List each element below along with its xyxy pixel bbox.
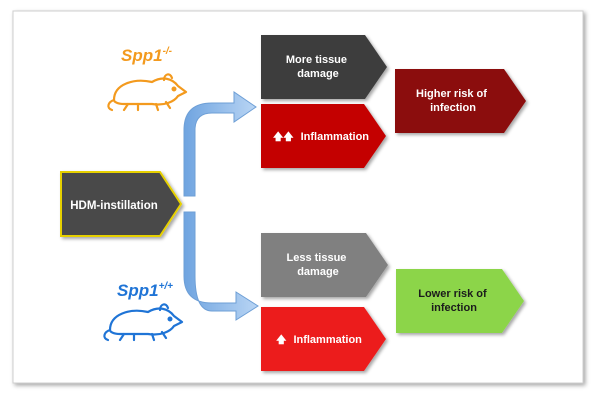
- lower-damage-label: Less tissue damage: [287, 252, 350, 278]
- input-label: HDM-instillation: [70, 200, 158, 212]
- lower-damage-line2: damage: [297, 266, 339, 278]
- upper-outcome-node: Higher risk of infection: [395, 69, 526, 133]
- upper-inflammation-text: Inflammation: [301, 131, 370, 143]
- upper-outcome-line2: infection: [430, 102, 476, 114]
- blue-mouse-icon: [103, 303, 184, 342]
- lower-damage-line1: Less tissue: [287, 252, 347, 264]
- lower-inflammation-label: 🡅 Inflammation: [276, 334, 362, 346]
- wildtype-gene-name: Spp1: [117, 281, 159, 300]
- lower-damage-box: [261, 233, 388, 297]
- knockout-gene-name: Spp1: [121, 46, 163, 65]
- lower-inflammation-node: 🡅 Inflammation: [261, 307, 386, 371]
- upper-damage-box: [261, 35, 387, 99]
- knockout-genotype: Spp1-/-: [107, 46, 188, 112]
- upper-inflammation-box: [261, 104, 386, 168]
- input-node: HDM-instillation: [60, 171, 183, 237]
- lower-inflammation-box: [261, 307, 386, 371]
- lower-outcome-node: Lower risk of infection: [396, 269, 524, 333]
- wildtype-genotype: Spp1+/+: [103, 281, 184, 342]
- lower-outcome-line1: Lower risk of: [418, 288, 487, 300]
- upper-branch-arrow: [183, 91, 257, 197]
- lower-damage-node: Less tissue damage: [261, 233, 388, 297]
- knockout-superscript: -/-: [163, 46, 173, 57]
- upper-damage-node: More tissue damage: [261, 35, 387, 99]
- up-arrow-icon: 🡅: [276, 334, 287, 346]
- upper-damage-label: More tissue damage: [286, 54, 350, 80]
- lower-outcome-line2: infection: [431, 302, 477, 314]
- wildtype-genotype-label: Spp1+/+: [117, 281, 173, 300]
- upper-outcome-box: [395, 69, 526, 133]
- upper-outcome-line1: Higher risk of: [416, 88, 487, 100]
- branch-connector: [183, 91, 259, 321]
- upper-inflammation-node: 🡅🡅 Inflammation: [261, 104, 386, 168]
- double-up-arrow-icon: 🡅🡅: [273, 131, 294, 143]
- lower-branch-arrow: [183, 211, 259, 321]
- lower-outcome-box: [396, 269, 524, 333]
- input-box: [60, 171, 183, 237]
- knockout-genotype-label: Spp1-/-: [121, 46, 173, 65]
- lower-outcome-label: Lower risk of infection: [418, 288, 490, 314]
- orange-mouse-icon: [107, 73, 188, 112]
- upper-outcome-label: Higher risk of infection: [416, 88, 490, 114]
- lower-inflammation-text: Inflammation: [293, 334, 362, 346]
- upper-damage-line2: damage: [297, 68, 339, 80]
- upper-damage-line1: More tissue: [286, 54, 347, 66]
- upper-inflammation-label: 🡅🡅 Inflammation: [273, 131, 369, 143]
- wildtype-superscript: +/+: [159, 281, 174, 292]
